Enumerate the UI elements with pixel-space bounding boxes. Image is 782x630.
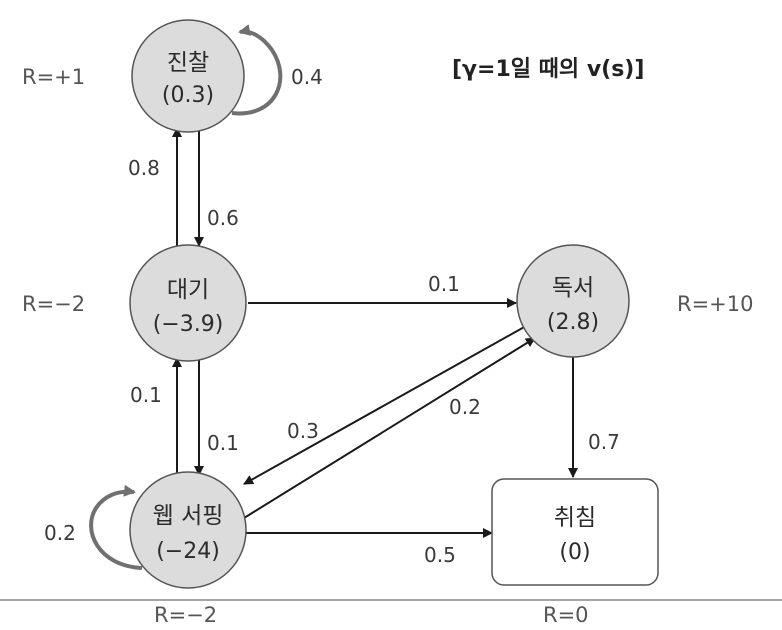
reward-dokseo: R=+10 [677, 292, 754, 316]
reward-websurf: R=−2 [154, 603, 217, 627]
node-dokseo-name: 독서 [552, 275, 594, 301]
reward-daegi: R=−2 [22, 292, 85, 316]
jinchal-self-loop-arrow [231, 24, 283, 116]
node-daegi-value: (−3.9) [153, 312, 224, 337]
node-websurf-value: (−24) [156, 539, 220, 564]
node-daegi-name: 대기 [167, 277, 209, 303]
prob-daegi-to-jinchal: 0.8 [128, 156, 160, 180]
node-jinchal: 진찰 (0.3) [131, 19, 245, 133]
prob-daegi-to-dokseo: 0.1 [428, 272, 460, 296]
node-daegi: 대기 (−3.9) [129, 244, 247, 362]
diagram-title: [γ=1일 때의 v(s)] [452, 57, 644, 82]
reward-chichim: R=0 [543, 603, 589, 627]
reward-jinchal: R=+1 [22, 65, 85, 89]
prob-jinchal-self: 0.4 [291, 65, 323, 89]
prob-websurf-to-daegi: 0.1 [130, 383, 162, 407]
node-dokseo-value: (2.8) [547, 310, 599, 335]
edge-websurf-to-dokseo [243, 337, 536, 519]
node-chichim: 취침 (0) [491, 478, 659, 586]
edge-dokseo-to-websurf [243, 325, 527, 485]
prob-websurf-to-dokseo: 0.2 [449, 395, 481, 419]
node-websurf-name: 웹 서핑 [153, 503, 224, 529]
node-jinchal-name: 진찰 [167, 50, 209, 76]
node-dokseo: 독서 (2.8) [516, 244, 630, 358]
node-websurf: 웹 서핑 (−24) [129, 471, 247, 589]
prob-websurf-self: 0.2 [44, 521, 76, 545]
prob-dokseo-to-websurf: 0.3 [287, 419, 319, 443]
prob-jinchal-to-daegi: 0.6 [207, 206, 239, 230]
node-jinchal-value: (0.3) [162, 83, 214, 108]
prob-dokseo-to-chichim: 0.7 [588, 430, 620, 454]
node-chichim-value: (0) [559, 540, 590, 565]
node-chichim-name: 취침 [554, 505, 596, 531]
prob-websurf-to-chichim: 0.5 [424, 543, 456, 567]
websurf-self-loop-arrow [89, 484, 143, 570]
prob-daegi-to-websurf: 0.1 [207, 431, 239, 455]
